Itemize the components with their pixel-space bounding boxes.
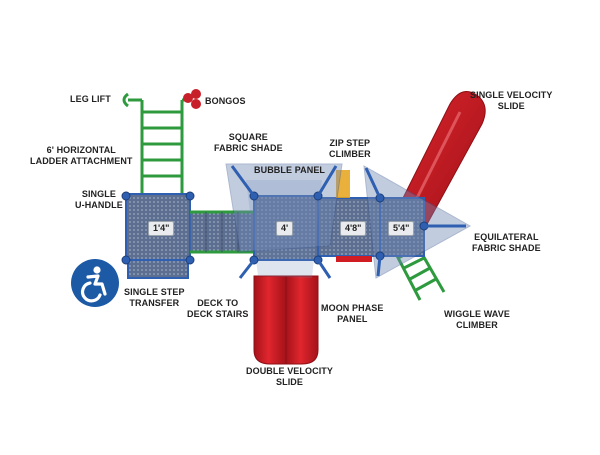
shade-supports [230,165,466,279]
equilateral-fabric-shade [363,165,472,279]
deck-height-tag: 4'8" [340,221,367,236]
deck-height-tag: 5'4" [388,221,415,236]
zip-step-climber [336,170,350,198]
accessibility-icon [70,258,120,308]
moon-phase-panel [336,256,372,262]
single-step-transfer [127,259,189,279]
horizontal-ladder-attachment [128,98,192,194]
label-leg-lift: LEG LIFT [70,94,111,104]
deck-height-tag: 4' [276,221,294,236]
double-velocity-slide [253,275,319,365]
label-bubble-panel: BUBBLE PANEL [254,165,326,175]
deck-height-tag: 1'4" [148,221,175,236]
bongos [183,89,201,109]
square-fabric-shade [225,163,343,253]
leg-lift [122,92,129,108]
deck-to-deck-stairs [189,210,255,254]
label-bongos: BONGOS [205,96,246,106]
